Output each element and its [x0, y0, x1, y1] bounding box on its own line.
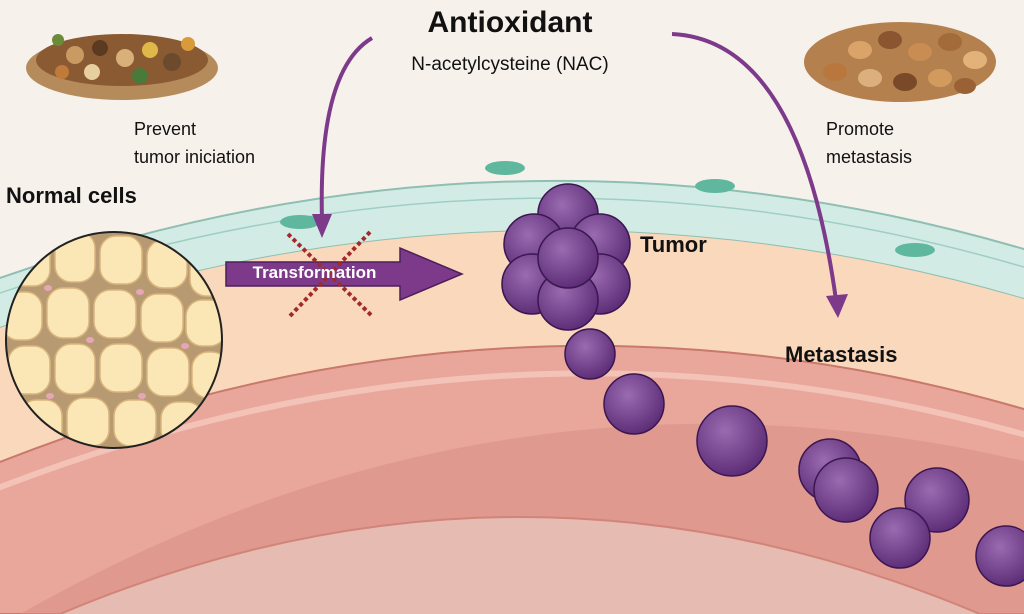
prevent-line-1: Prevent	[134, 119, 197, 139]
promote-line-2: metastasis	[826, 147, 913, 167]
normal-cells-label: Normal cells	[6, 183, 137, 208]
tissue-layer	[0, 230, 1024, 463]
tumor-cluster	[501, 183, 631, 331]
prevent-arrow	[319, 36, 374, 221]
antioxidant-title: Antioxidant	[427, 6, 593, 39]
metastasis-label: Metastasis	[785, 342, 898, 367]
nac-subtitle: N-acetylcysteine (NAC)	[411, 54, 609, 75]
promote-arrow	[671, 32, 838, 301]
vessel-lumen	[20, 423, 1024, 614]
prevent-line-2: tumor iniciation	[134, 147, 256, 167]
almonds-hazelnuts-image	[804, 22, 996, 102]
transformation-arrow	[225, 246, 464, 302]
tumor-label: Tumor	[640, 232, 707, 257]
metastatic-cells	[564, 328, 1024, 587]
promote-label: Promote metastasis	[826, 115, 912, 171]
promote-line-1: Promote	[826, 119, 895, 139]
blocked-cross-icon	[286, 230, 374, 318]
mixed-nuts-image	[26, 34, 218, 100]
prevent-label: Prevent tumor iniciation	[134, 115, 255, 171]
transformation-label: Transformation	[252, 263, 377, 282]
